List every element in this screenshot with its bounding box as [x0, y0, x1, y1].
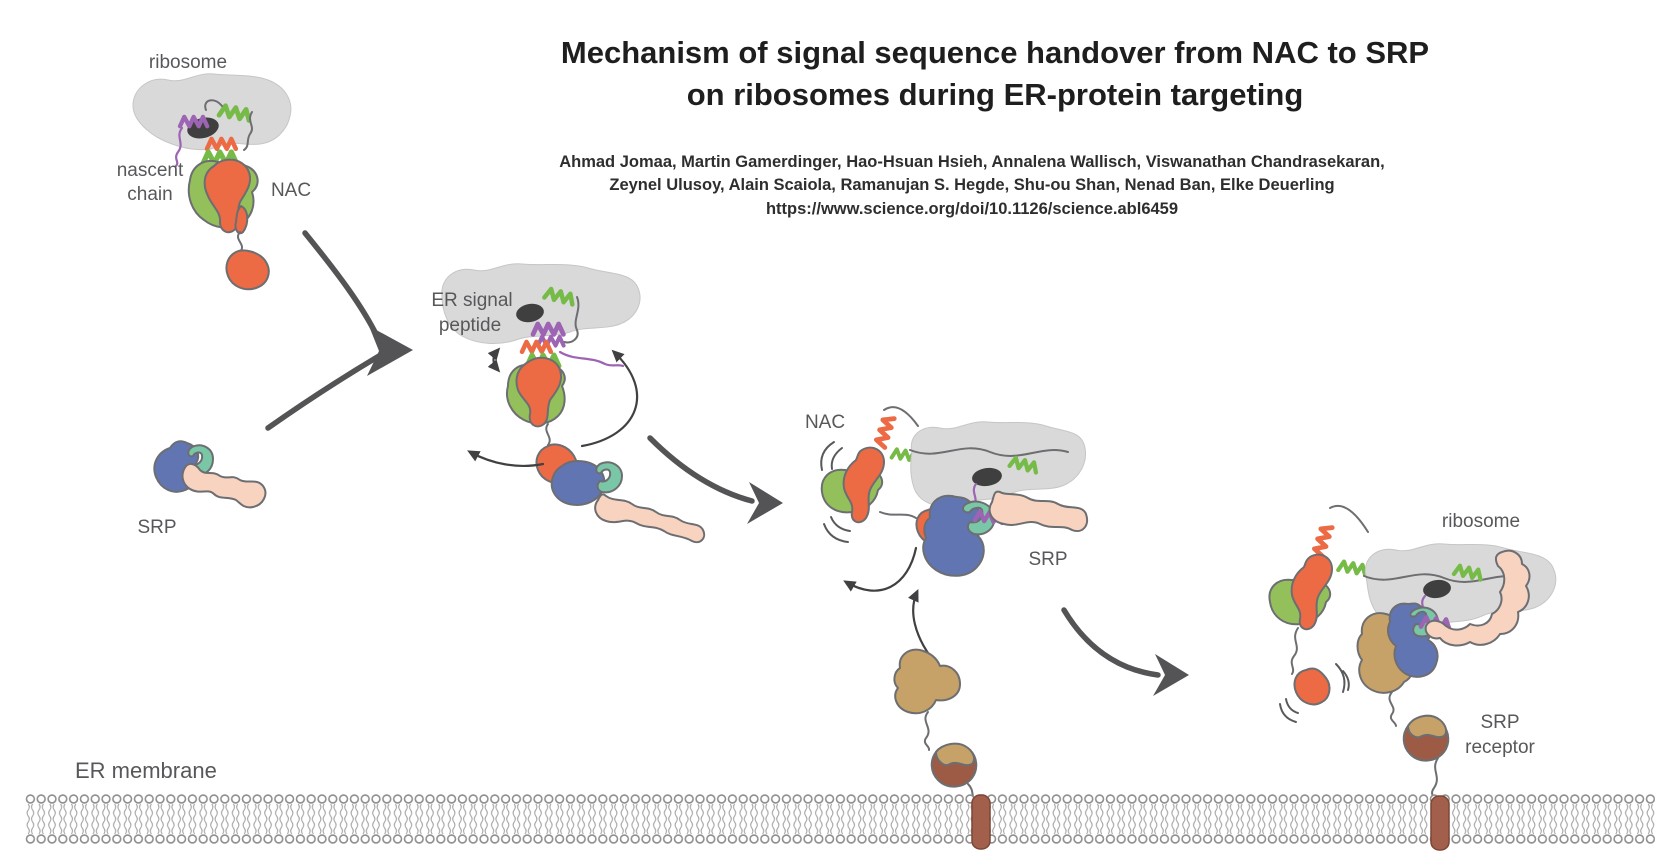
srp-pink-domain [988, 490, 1088, 532]
stage4-srp-receptor-label-line2: receptor [1465, 737, 1535, 758]
stage4-srp-receptor-label-line1: SRP [1480, 712, 1519, 733]
nascent-chain-line [883, 406, 919, 427]
nascent-helix-icon [1338, 561, 1366, 575]
receptor-linker-squiggle [1388, 691, 1397, 727]
er-signal-peptide-helix2-icon [538, 337, 564, 346]
nascent-chain-line [563, 296, 580, 344]
figure-title-line1: Mechanism of signal sequence handover fr… [561, 35, 1429, 70]
arrow-curve [1061, 607, 1161, 678]
nac-release-arrow [467, 450, 545, 467]
tm-anchor-stage3 [971, 794, 991, 850]
vibration-arc [1285, 698, 1299, 714]
arrow-curve-bottom [265, 353, 382, 431]
srp-probe-arrow [580, 349, 639, 448]
nac-uba-domain [1293, 667, 1331, 706]
er-membrane-label: ER membrane [75, 758, 217, 783]
stage2-er-signal-label-line2: peptide [439, 315, 501, 336]
vibration-arc [1335, 663, 1346, 693]
stage1-nascent-chain-label-line1: nascent [117, 160, 184, 181]
nac-linker-squiggle [237, 231, 243, 253]
nascent-chain-line [243, 111, 253, 151]
nac-alpha-helix-icon [522, 342, 551, 352]
nac-linker-squiggle [1290, 627, 1299, 675]
stage-1-srp: SRP [137, 440, 267, 538]
signal-peptide-tail [174, 126, 184, 168]
receptor-recruit-arrow [908, 588, 932, 658]
arrowhead-icon [1153, 654, 1189, 696]
nac-orange-domain [515, 356, 562, 428]
ribosome-underside-curve [909, 447, 1069, 457]
nac-to-ribosome-squiggle [879, 511, 917, 519]
stage1-ribosome-label: ribosome [149, 52, 227, 73]
stage2-er-signal-label-line1: ER signal [431, 290, 512, 311]
nac-orange-domain [842, 446, 885, 524]
exit-tunnel-icon [1423, 579, 1451, 599]
srp-teal-domain [595, 461, 623, 494]
srp-blue-domain [550, 460, 606, 506]
stage1-nascent-chain-label-line2: chain [127, 184, 172, 205]
srp-pink-domain [594, 493, 706, 544]
arrow-stage2-to-stage3 [647, 435, 783, 524]
authors-line1: Ahmad Jomaa, Martin Gamerdinger, Hao-Hsu… [559, 153, 1385, 171]
vibration-arc [830, 516, 851, 532]
nac-orange-domain [1290, 553, 1333, 631]
figure-title-line2: on ribosomes during ER-protein targeting [687, 77, 1304, 112]
arrow-stage3-to-stage4 [1061, 607, 1189, 696]
arrow-curve-top [302, 230, 380, 339]
arrow-stage1-to-stage2 [265, 230, 413, 431]
er-membrane: ER membrane [25, 758, 1655, 851]
arrowhead-icon [747, 482, 783, 524]
nascent-chain-line [1329, 505, 1369, 533]
stage-3-srp-bound: NAC SRP [805, 406, 1088, 658]
receptor-linker-squiggle [923, 711, 931, 751]
stage3-nac-label: NAC [805, 412, 845, 433]
stage-4-docked: ribosome SRP receptor [1268, 505, 1557, 805]
vibration-arc [823, 523, 849, 543]
stage-3-srp-receptor-free [893, 648, 979, 805]
lipid-bilayer [25, 793, 1655, 845]
flex-double-arrow [487, 347, 501, 373]
stage-2-handover: ER signal peptide [431, 263, 706, 544]
srp-rotate-arrow [843, 546, 918, 592]
doi-link: https://www.science.org/doi/10.1126/scie… [766, 200, 1178, 218]
vibration-arc [830, 447, 843, 470]
stage4-ribosome-label: ribosome [1442, 511, 1520, 532]
vibration-arc [1342, 670, 1350, 691]
nascent-chain-loop [204, 99, 223, 111]
nac-orange-drip [234, 205, 249, 235]
vibration-arc [1279, 703, 1297, 723]
er-signal-tail [558, 350, 625, 368]
stage1-nac-label: NAC [271, 180, 311, 201]
exit-tunnel-icon [516, 303, 544, 323]
ribosome-body [441, 263, 641, 344]
srp-pink-domain [1424, 549, 1531, 647]
stage3-srp-label: SRP [1028, 549, 1067, 570]
ribosome-underside-curve [1363, 573, 1523, 583]
exit-tunnel-icon [972, 467, 1002, 487]
srp-receptor-beta-cap [1407, 714, 1448, 739]
nac-linker-squiggle [545, 423, 551, 446]
authors-line2: Zeynel Ulusoy, Alain Scaiola, Ramanujan … [609, 176, 1334, 194]
arrow-curve [647, 435, 755, 504]
signal-anchor-helix-icon [1313, 524, 1332, 556]
stage1-srp-label: SRP [137, 517, 176, 538]
arrowhead-icon [367, 326, 413, 376]
vibration-arc [820, 441, 835, 471]
srp-pink-domain [181, 462, 267, 509]
signal-anchor-helix-icon [875, 415, 894, 447]
srp-receptor-beta-cap [935, 742, 976, 767]
figure-header: Mechanism of signal sequence handover fr… [559, 35, 1429, 218]
nac-uba-domain [225, 249, 270, 291]
tm-anchor-stage4 [1430, 795, 1450, 851]
stage-1-ribosome-nac: ribosome nascent chain NAC [117, 52, 311, 291]
srp-receptor-ng-domain [893, 648, 961, 715]
